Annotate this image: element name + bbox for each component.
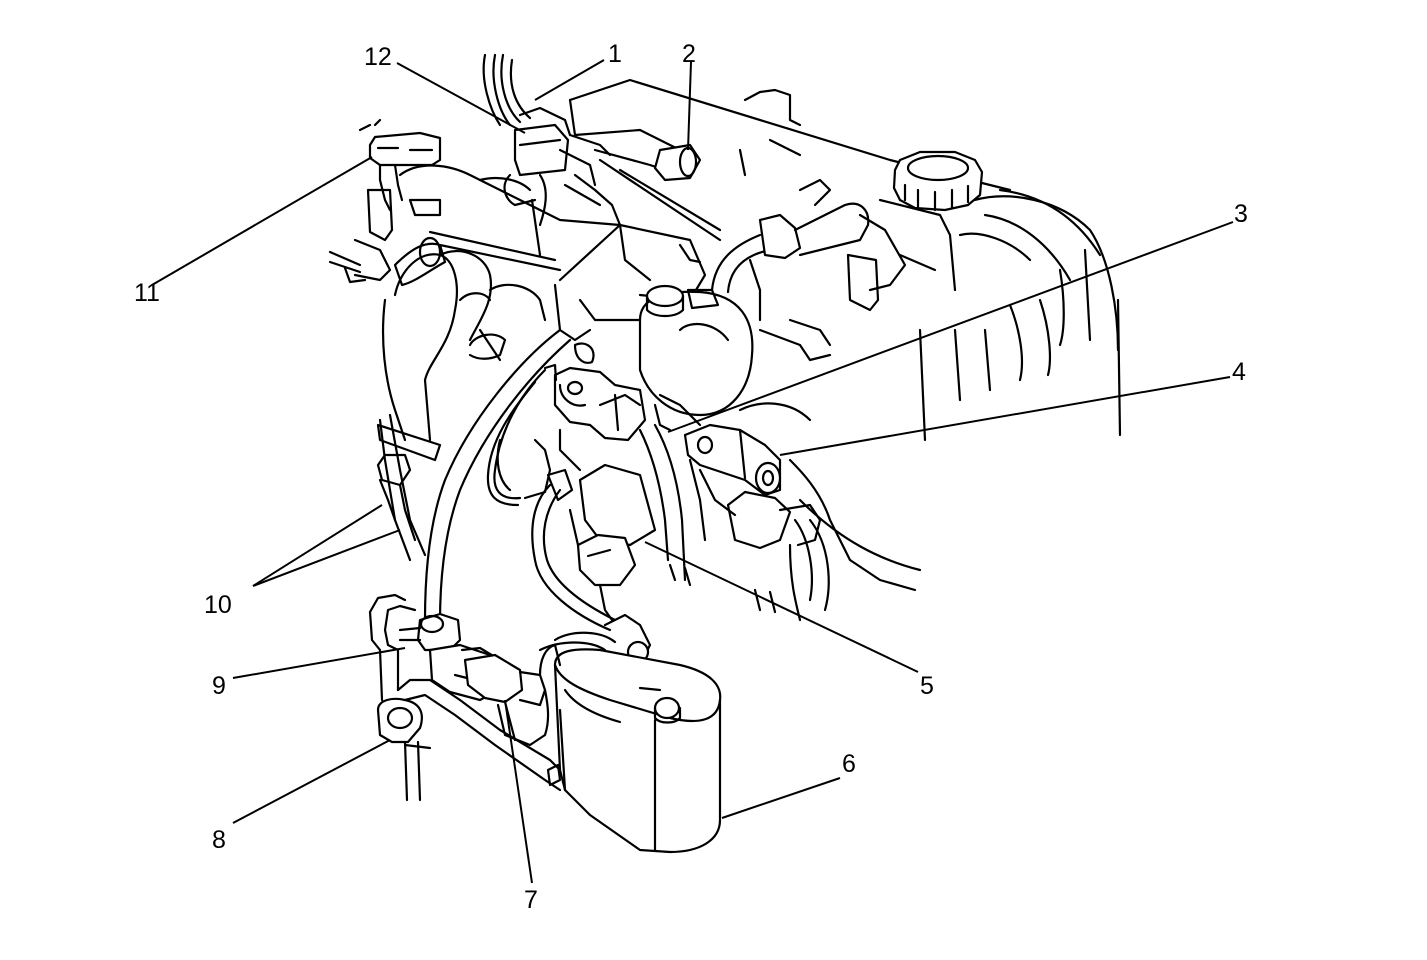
leader-1 bbox=[534, 59, 605, 101]
callout-1: 1 bbox=[608, 40, 622, 68]
leader-10a bbox=[252, 504, 383, 587]
leader-8 bbox=[232, 739, 391, 824]
valve-cover bbox=[568, 78, 1012, 312]
callout-2: 2 bbox=[682, 40, 696, 68]
sensor-connector bbox=[358, 118, 442, 242]
vsv-bracket bbox=[568, 463, 657, 622]
timing-cover bbox=[918, 188, 1122, 442]
intake-manifold bbox=[328, 164, 622, 562]
hose-connector bbox=[463, 643, 562, 747]
callout-labels: 1 2 3 4 5 6 7 8 9 10 11 12 bbox=[134, 40, 1248, 914]
lower-left-hoses bbox=[368, 453, 562, 802]
leader-7 bbox=[504, 699, 533, 884]
vsv-solenoid bbox=[543, 342, 647, 442]
callout-6: 6 bbox=[842, 750, 856, 778]
leader-lines bbox=[151, 59, 1234, 884]
leader-12 bbox=[396, 62, 526, 134]
callout-4: 4 bbox=[1232, 358, 1246, 386]
leader-10b bbox=[252, 529, 401, 587]
callout-9: 9 bbox=[212, 672, 226, 700]
upper-vacuum-hose bbox=[710, 178, 870, 322]
callout-12: 12 bbox=[364, 43, 392, 71]
callout-8: 8 bbox=[212, 826, 226, 854]
leader-2 bbox=[687, 61, 692, 151]
pressure-sensor bbox=[683, 402, 922, 622]
callout-11: 11 bbox=[134, 279, 160, 307]
leader-3 bbox=[667, 221, 1234, 433]
engine-detail-lines bbox=[496, 318, 832, 492]
callout-7: 7 bbox=[524, 886, 538, 914]
leader-11 bbox=[151, 156, 373, 286]
callout-5: 5 bbox=[920, 672, 934, 700]
callout-10: 10 bbox=[204, 591, 232, 619]
top-wiring bbox=[482, 53, 722, 257]
leader-5 bbox=[644, 541, 919, 673]
oil-filler-cap bbox=[892, 150, 984, 212]
leader-6 bbox=[721, 777, 841, 819]
charcoal-canister bbox=[538, 631, 722, 854]
purge-hose bbox=[423, 328, 572, 624]
callout-3: 3 bbox=[1234, 200, 1248, 228]
leader-9 bbox=[232, 647, 406, 679]
leader-4 bbox=[779, 376, 1231, 456]
throttle-body bbox=[553, 223, 754, 417]
